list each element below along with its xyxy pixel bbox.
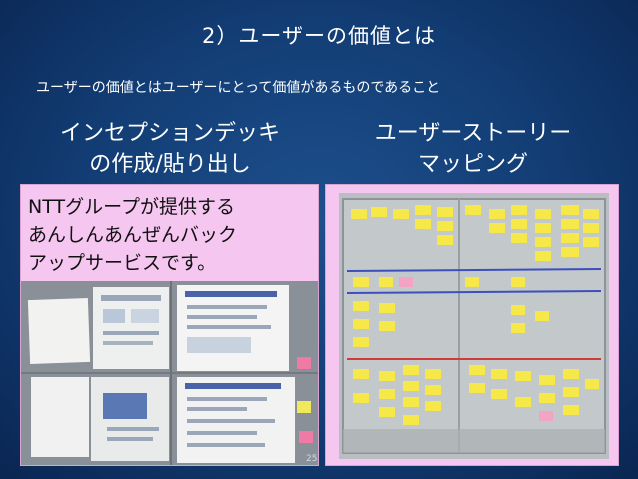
- caption-line: アップサービスです。: [28, 252, 217, 274]
- story-mapping-panel: [325, 184, 619, 466]
- caption-line: あんしんあんぜんバック: [28, 224, 238, 246]
- column-heading-line: の作成/貼り出し: [89, 152, 251, 177]
- story-mapping-photo-drawing: [339, 193, 609, 459]
- slide-title: 2）ユーザーの価値とは: [202, 24, 436, 48]
- column-heading-line: インセプションデッキ: [59, 121, 280, 146]
- inception-deck-photo-drawing: [21, 281, 318, 465]
- inception-deck-panel: NTTグループが提供する あんしんあんぜんバック アップサービスです。: [20, 184, 319, 466]
- service-caption: NTTグループが提供する あんしんあんぜんバック アップサービスです。: [28, 193, 313, 277]
- story-mapping-photo: [339, 193, 609, 459]
- inception-deck-photo: [21, 281, 318, 465]
- page-number: 25: [306, 454, 318, 464]
- column-heading-line: マッピング: [417, 152, 528, 177]
- column-heading-inception-deck: インセプションデッキ の作成/貼り出し: [20, 118, 320, 180]
- column-heading-line: ユーザーストーリー: [374, 121, 572, 146]
- column-heading-story-mapping: ユーザーストーリー マッピング: [323, 118, 623, 180]
- caption-line: NTTグループが提供する: [28, 196, 235, 218]
- slide-subtitle: ユーザーの価値とはユーザーにとって価値があるものであること: [36, 80, 441, 96]
